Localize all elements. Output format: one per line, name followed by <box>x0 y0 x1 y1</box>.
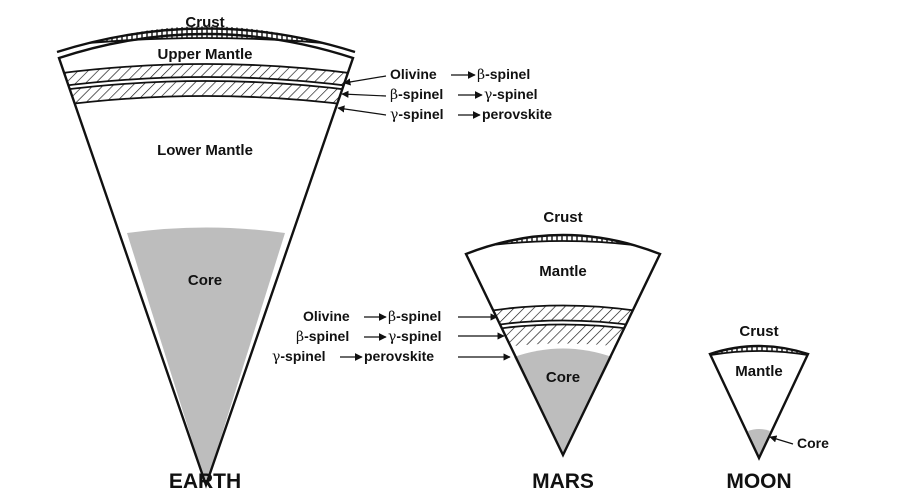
mars-t3-from-rest: -spinel <box>280 348 325 364</box>
earth-t3-from-greek: γ <box>390 107 398 123</box>
mars-t1-to-rest: -spinel <box>396 308 441 324</box>
svg-text:γ-spinel: γ-spinel <box>390 106 444 123</box>
svg-text:γ-spinel: γ-spinel <box>388 328 442 345</box>
mars-t2-from-rest: -spinel <box>304 328 349 344</box>
earth-wedge <box>56 26 356 489</box>
moon-crust-label: Crust <box>739 323 778 340</box>
earth-t1-to-rest: -spinel <box>485 66 530 82</box>
earth-core-region <box>127 227 285 485</box>
svg-text:β-spinel: β-spinel <box>477 66 530 83</box>
earth-upper-mantle-label: Upper Mantle <box>157 46 252 63</box>
svg-text:β-spinel: β-spinel <box>296 328 349 345</box>
moon-core-pointer <box>769 435 794 445</box>
mars-mantle-label: Mantle <box>539 263 587 280</box>
mars-title: MARS <box>532 470 594 493</box>
earth-t1-to-greek: β <box>477 67 485 83</box>
earth-title: EARTH <box>169 470 241 493</box>
earth-transition-annotations: Olivine β-spinel β-spinel γ-spinel γ-spi… <box>337 66 552 123</box>
svg-text:γ-spinel: γ-spinel <box>484 86 538 103</box>
earth-t2-from-rest: -spinel <box>398 86 443 102</box>
mars-crust-label: Crust <box>543 209 582 226</box>
earth-lower-mantle-label: Lower Mantle <box>157 142 253 159</box>
mars-transition-annotations: Olivine β-spinel β-spinel γ-spinel γ-spi… <box>272 308 511 365</box>
svg-text:β-spinel: β-spinel <box>390 86 443 103</box>
earth-core-label: Core <box>188 272 222 289</box>
mars-t3-from-greek: γ <box>272 349 280 365</box>
earth-t2-to-rest: -spinel <box>492 86 537 102</box>
earth-t2-from-greek: β <box>390 87 398 103</box>
svg-text:β-spinel: β-spinel <box>388 308 441 325</box>
earth-t3-to: perovskite <box>482 106 552 122</box>
mars-core-region <box>514 348 612 455</box>
earth-t2-to-greek: γ <box>484 87 492 103</box>
mars-core-label: Core <box>546 369 580 386</box>
mars-transition-bands <box>466 305 660 356</box>
mars-t2-to-greek: γ <box>388 329 396 345</box>
mars-t2-to-rest: -spinel <box>396 328 441 344</box>
moon-core-region <box>748 429 770 458</box>
mars-t3-to: perovskite <box>364 348 434 364</box>
mars-t2-from-greek: β <box>296 329 304 345</box>
moon-wedge <box>708 344 810 461</box>
mars-t1-from: Olivine <box>303 308 350 324</box>
earth-crust-label: Crust <box>185 14 224 31</box>
svg-text:γ-spinel: γ-spinel <box>272 348 326 365</box>
mars-t1-to-greek: β <box>388 309 396 325</box>
moon-core-label: Core <box>797 435 829 451</box>
earth-t1-from: Olivine <box>390 66 437 82</box>
moon-title: MOON <box>726 470 791 493</box>
moon-crust-band <box>710 346 808 357</box>
moon-mantle-label: Mantle <box>735 363 783 380</box>
earth-t3-from-rest: -spinel <box>398 106 443 122</box>
